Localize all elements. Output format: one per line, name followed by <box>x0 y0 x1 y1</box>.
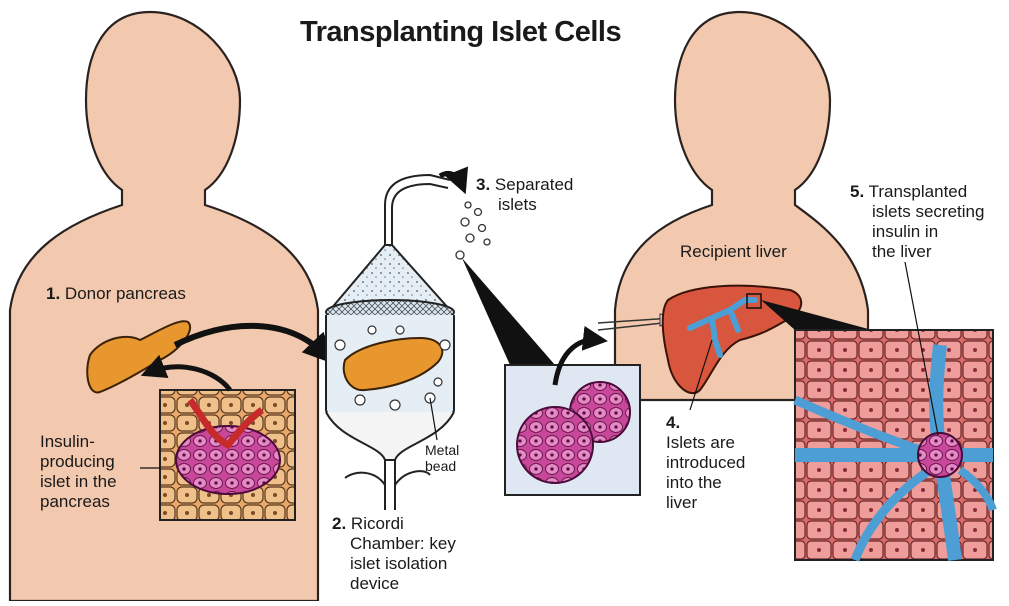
step5-line: Transplanted <box>869 182 968 201</box>
step4-line: Islets are <box>666 433 745 453</box>
step5-label: 5. Transplanted islets secreting insulin… <box>850 182 984 262</box>
step4-line: into the <box>666 473 745 493</box>
step3-line: islets <box>476 195 573 215</box>
step2-line: device <box>332 574 456 594</box>
step2-label: 2. Ricordi Chamber: key islet isolation … <box>332 514 456 594</box>
insulin-islet-line: islet in the <box>40 472 117 492</box>
metal-bead-line: bead <box>425 458 459 474</box>
insulin-islet-line: pancreas <box>40 492 117 512</box>
step3-label: 3. Separated islets <box>476 175 573 215</box>
step5-line: the liver <box>850 242 984 262</box>
magnification-wedge <box>462 258 555 365</box>
insulin-islet-line: Insulin- <box>40 432 117 452</box>
metal-bead-label: Metal bead <box>425 442 459 474</box>
step4-line: introduced <box>666 453 745 473</box>
step5-number: 5. <box>850 182 864 201</box>
step1-label: 1. Donor pancreas <box>46 284 186 304</box>
step3-number: 3. <box>476 175 490 194</box>
step4-label: 4. Islets are introduced into the liver <box>666 413 745 513</box>
step1-text: Donor pancreas <box>65 284 186 303</box>
recipient-liver-label: Recipient liver <box>680 242 787 262</box>
step1-number: 1. <box>46 284 60 303</box>
step2-line: Ricordi <box>351 514 404 533</box>
diagram-title: Transplanting Islet Cells <box>300 16 700 49</box>
step4-number: 4. <box>666 413 680 432</box>
liver-tissue-inset <box>795 330 993 560</box>
step2-line: islet isolation <box>332 554 456 574</box>
step3-line: Separated <box>495 175 573 194</box>
insulin-islet-label: Insulin- producing islet in the pancreas <box>40 432 117 512</box>
metal-bead-line: Metal <box>425 442 459 458</box>
pancreas-islet-inset <box>160 390 295 520</box>
step5-line: islets secreting <box>850 202 984 222</box>
step5-line: insulin in <box>850 222 984 242</box>
step2-line: Chamber: key <box>332 534 456 554</box>
islet-magnified-inset <box>505 365 640 495</box>
insulin-islet-line: producing <box>40 452 117 472</box>
step2-number: 2. <box>332 514 346 533</box>
step4-line: liver <box>666 493 745 513</box>
